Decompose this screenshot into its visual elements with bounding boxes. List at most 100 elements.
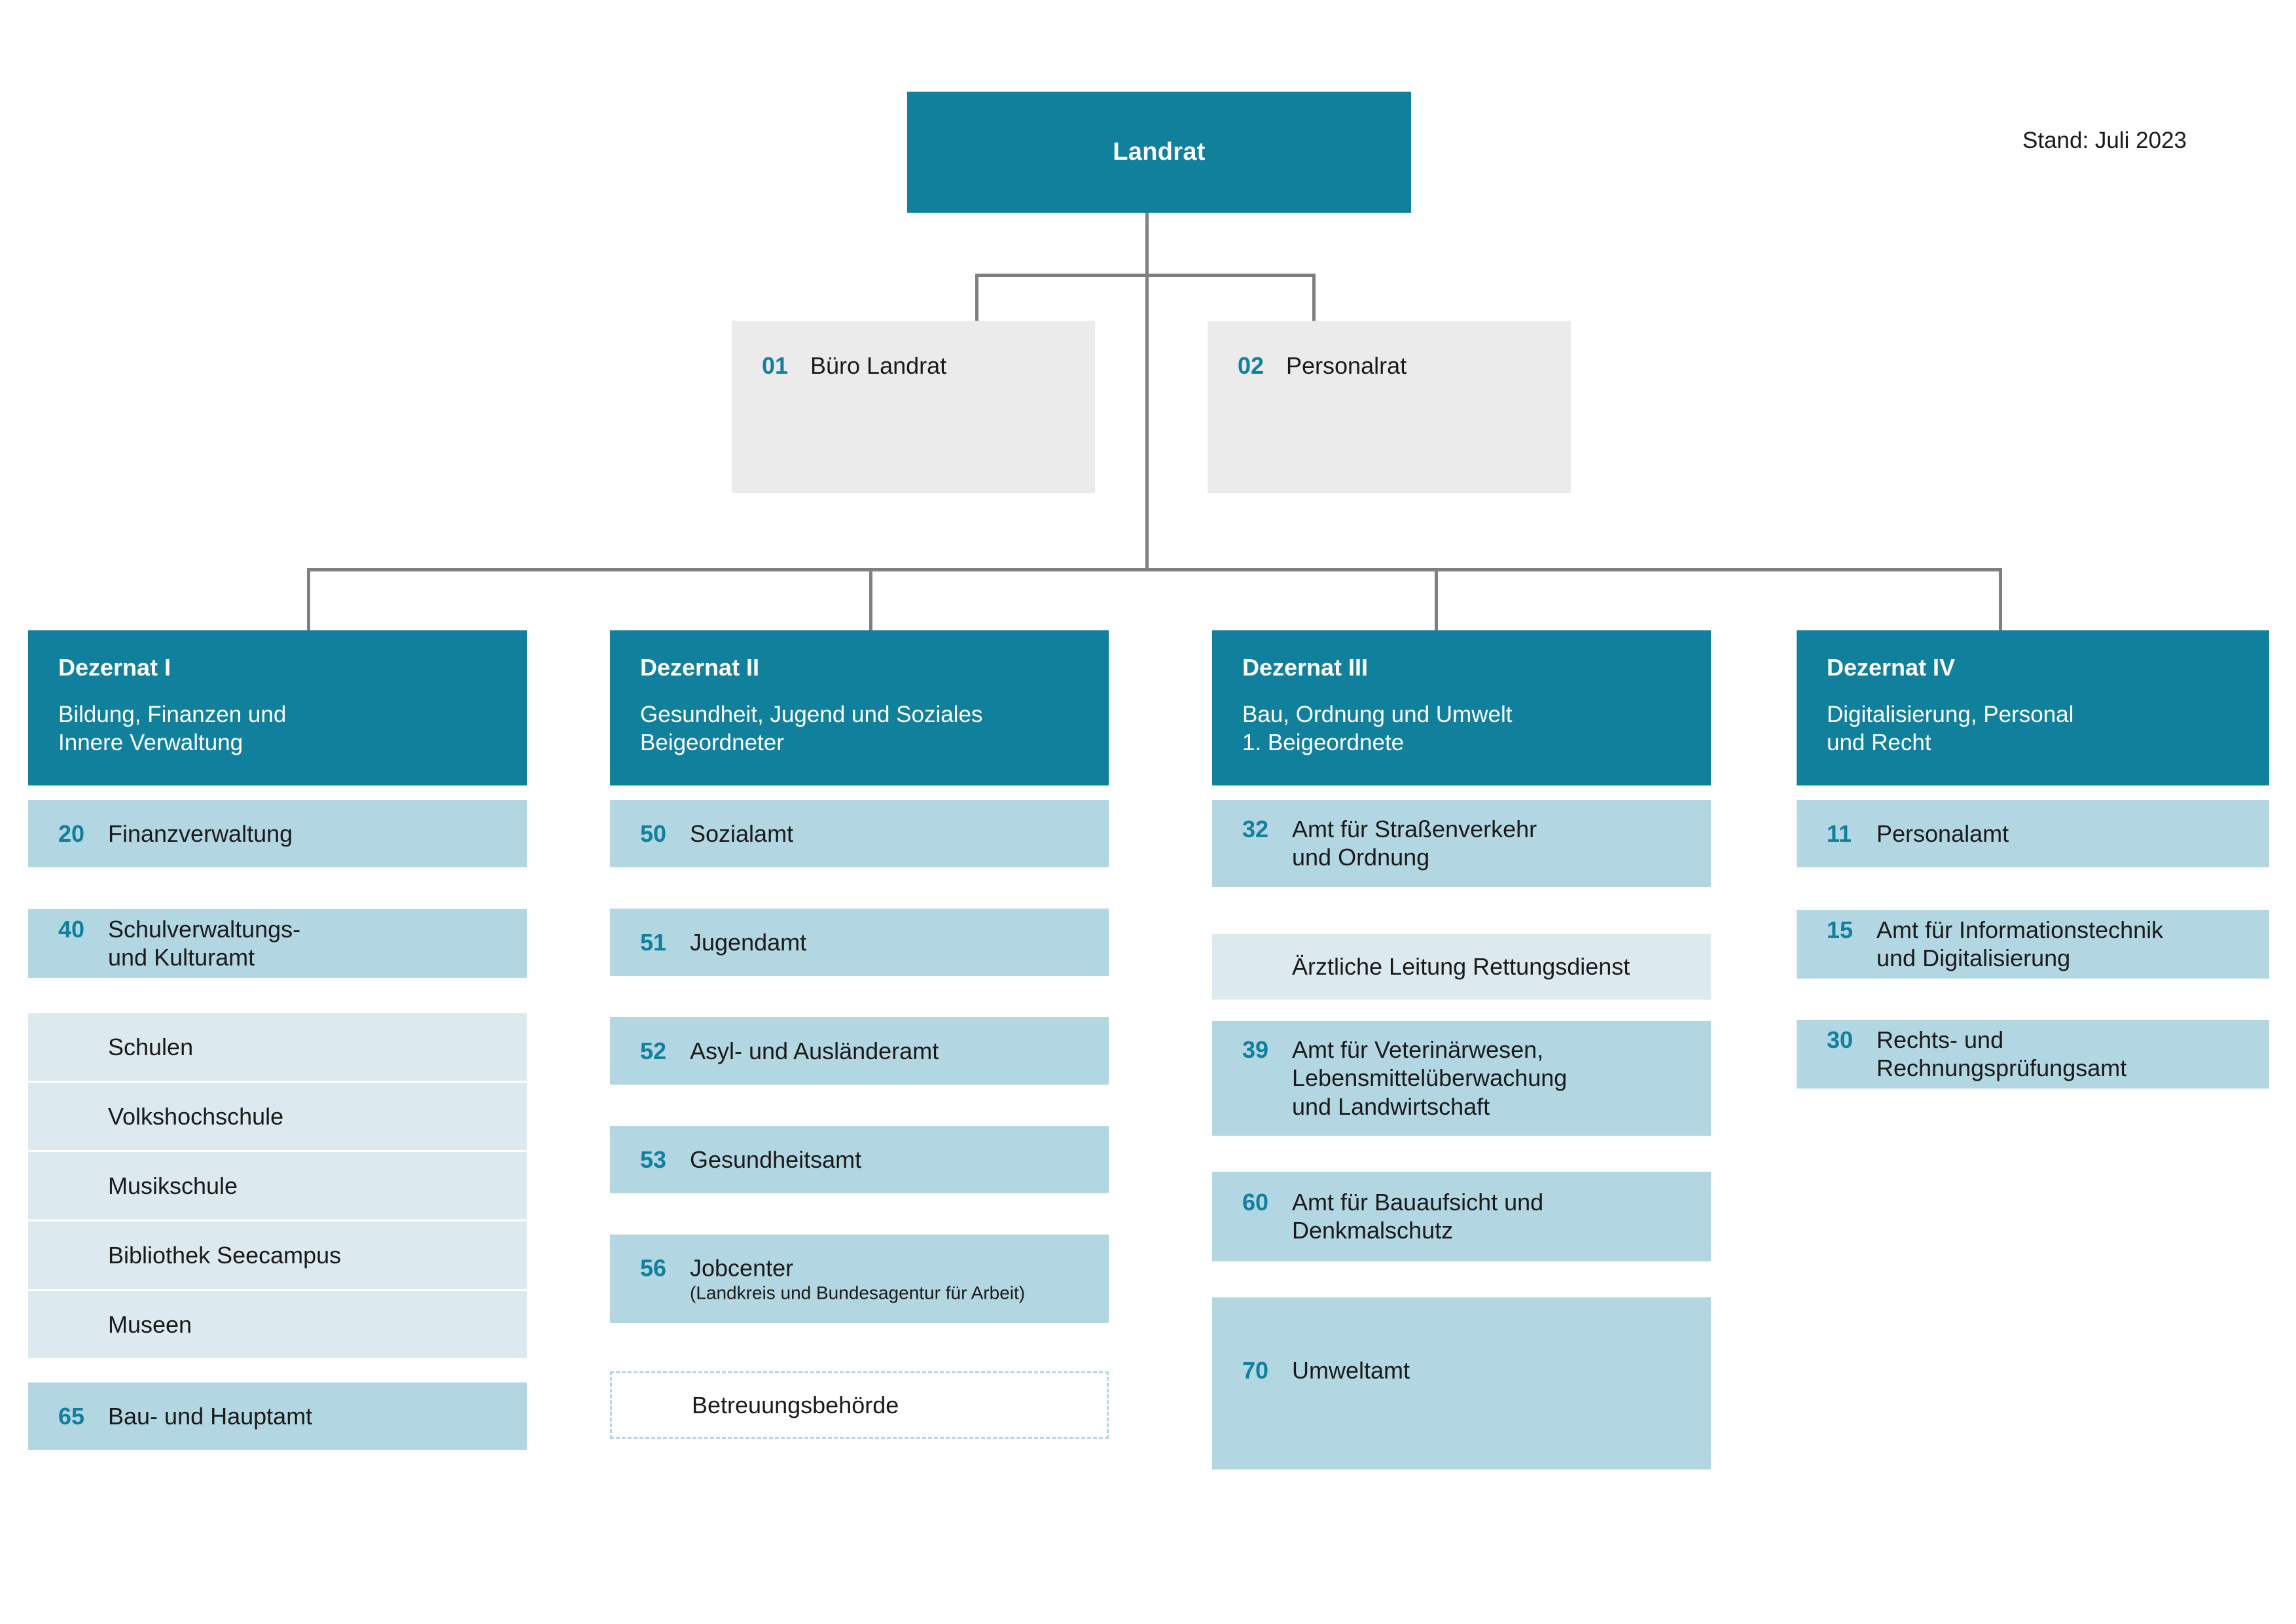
staff-box-01-content: 01 Büro Landrat <box>762 352 1079 380</box>
item-content: Volkshochschule <box>108 1102 514 1131</box>
dezernat-2-item-56[interactable]: 56 Jobcenter (Landkreis und Bundesagentu… <box>610 1235 1109 1323</box>
item-label: Jobcenter <box>690 1254 794 1281</box>
item-number: 50 <box>640 820 667 847</box>
landrat-box[interactable]: Landrat <box>907 92 1411 213</box>
item-content: 11 Personalamt <box>1827 820 2256 848</box>
item-label: Jugendamt <box>690 928 807 956</box>
item-label: Personalamt <box>1876 820 2009 847</box>
dezernat-2-header[interactable]: Dezernat II Gesundheit, Jugend und Sozia… <box>610 630 1109 785</box>
item-note: (Landkreis und Bundesagentur für Arbeit) <box>690 1282 1026 1303</box>
dezernat-3-item-70[interactable]: 70 Umweltamt <box>1212 1297 1711 1470</box>
item-number: 51 <box>640 928 667 956</box>
staff-number: 01 <box>762 352 789 379</box>
dezernat-1-item-65[interactable]: 65 Bau- und Hauptamt <box>28 1382 527 1450</box>
dezernat-2-title: Dezernat II <box>640 654 760 681</box>
dezernat-4-subtitle-line-2: und Recht <box>1827 729 1931 755</box>
staff-box-02[interactable]: 02 Personalrat <box>1208 321 1571 493</box>
staff-label: Personalrat <box>1286 352 1407 379</box>
dezernat-2-item-50[interactable]: 50 Sozialamt <box>610 800 1109 867</box>
item-label: Finanzverwaltung <box>108 820 293 847</box>
dezernat-4-item-11[interactable]: 11 Personalamt <box>1797 800 2269 867</box>
dezernat-2-item-53[interactable]: 53 Gesundheitsamt <box>610 1126 1109 1193</box>
dezernat-3-subtitle: Bau, Ordnung und Umwelt 1. Beigeordnete <box>1242 701 1681 757</box>
item-content: Betreuungsbehörde <box>692 1391 1094 1420</box>
item-content: Museen <box>108 1310 514 1339</box>
connector-staff-right-drop <box>1312 274 1316 323</box>
dezernat-4-subtitle-line-1: Digitalisierung, Personal <box>1827 702 2074 727</box>
dezernat-1-subtitle: Bildung, Finanzen und Innere Verwaltung <box>58 701 497 757</box>
staff-box-01[interactable]: 01 Büro Landrat <box>732 321 1095 493</box>
dezernat-4-title: Dezernat IV <box>1827 654 1956 681</box>
connector-dezernat-3-drop <box>1435 568 1438 632</box>
dezernat-2-item-52[interactable]: 52 Asyl- und Ausländeramt <box>610 1017 1109 1085</box>
landrat-title: Landrat <box>1113 138 1206 166</box>
item-content: 40 Schulverwaltungs-und Kulturamt <box>58 915 514 973</box>
dezernat-2-subtitle-line-1: Gesundheit, Jugend und Soziales <box>640 702 983 727</box>
item-number: 32 <box>1242 815 1269 842</box>
dezernat-1-item-20[interactable]: 20 Finanzverwaltung <box>28 800 527 867</box>
item-content: 51 Jugendamt <box>640 928 1096 957</box>
connector-dezernat-2-drop <box>869 568 872 632</box>
item-content: Schulen <box>108 1033 514 1062</box>
item-label: Volkshochschule <box>108 1102 284 1130</box>
item-number: 65 <box>58 1402 85 1430</box>
staff-label: Büro Landrat <box>810 352 947 379</box>
dezernat-2-item-betreuungsbehoerde[interactable]: Betreuungsbehörde <box>610 1371 1109 1439</box>
dezernat-3-item-39[interactable]: 39 Amt für Veterinärwesen,Lebensmittelüb… <box>1212 1021 1711 1136</box>
staff-box-02-content: 02 Personalrat <box>1238 352 1555 380</box>
item-number: 30 <box>1827 1026 1854 1053</box>
item-content: 20 Finanzverwaltung <box>58 820 514 848</box>
item-label-group: Jobcenter (Landkreis und Bundesagentur f… <box>690 1254 1025 1305</box>
connector-landrat-trunk <box>1145 213 1149 275</box>
item-content: Ärztliche Leitung Rettungsdienst <box>1292 952 1698 981</box>
item-number: 40 <box>58 915 85 943</box>
item-label: Asyl- und Ausländeramt <box>690 1037 939 1064</box>
item-label: Museen <box>108 1310 192 1338</box>
dezernat-1-item-schulen[interactable]: Schulen <box>28 1013 527 1081</box>
item-number: 20 <box>58 820 85 847</box>
dezernat-1-item-40[interactable]: 40 Schulverwaltungs-und Kulturamt <box>28 909 527 978</box>
item-content: 65 Bau- und Hauptamt <box>58 1402 514 1431</box>
item-label: Schulverwaltungs-und Kulturamt <box>108 915 301 971</box>
dezernat-3-header[interactable]: Dezernat III Bau, Ordnung und Umwelt 1. … <box>1212 630 1711 785</box>
item-label: Gesundheitsamt <box>690 1146 862 1173</box>
item-number: 60 <box>1242 1188 1269 1216</box>
dezernat-3-item-aerztliche-leitung[interactable]: Ärztliche Leitung Rettungsdienst <box>1212 934 1711 1000</box>
dezernat-1-item-museen[interactable]: Museen <box>28 1291 527 1358</box>
dezernat-1-item-volkshochschule[interactable]: Volkshochschule <box>28 1083 527 1150</box>
item-number: 52 <box>640 1037 667 1064</box>
dezernat-2-subtitle: Gesundheit, Jugend und Soziales Beigeord… <box>640 701 1079 757</box>
connector-main-trunk <box>1145 274 1149 568</box>
item-content: 52 Asyl- und Ausländeramt <box>640 1037 1096 1066</box>
item-label: Bibliothek Seecampus <box>108 1241 342 1269</box>
dezernat-4-header[interactable]: Dezernat IV Digitalisierung, Personal un… <box>1797 630 2269 785</box>
item-label: Sozialamt <box>690 820 794 847</box>
dezernat-1-item-musikschule[interactable]: Musikschule <box>28 1152 527 1219</box>
item-content: 56 Jobcenter (Landkreis und Bundesagentu… <box>640 1254 1096 1305</box>
dezernat-1-item-bibliothek[interactable]: Bibliothek Seecampus <box>28 1221 527 1289</box>
item-number: 70 <box>1242 1357 1269 1384</box>
connector-dezernat-bar <box>307 568 2002 571</box>
dezernat-3-subtitle-line-2: 1. Beigeordnete <box>1242 729 1405 755</box>
item-content: Musikschule <box>108 1172 514 1200</box>
item-label: Betreuungsbehörde <box>692 1391 899 1418</box>
item-content: 39 Amt für Veterinärwesen,Lebensmittelüb… <box>1242 1036 1698 1122</box>
dezernat-1-header[interactable]: Dezernat I Bildung, Finanzen und Innere … <box>28 630 527 785</box>
item-label: Bau- und Hauptamt <box>108 1402 313 1430</box>
dezernat-3-title: Dezernat III <box>1242 654 1369 681</box>
connector-dezernat-1-drop <box>307 568 310 632</box>
dezernat-1-title: Dezernat I <box>58 654 171 681</box>
item-label: Schulen <box>108 1033 194 1060</box>
dezernat-2-item-51[interactable]: 51 Jugendamt <box>610 909 1109 976</box>
item-label: Umweltamt <box>1292 1357 1410 1384</box>
